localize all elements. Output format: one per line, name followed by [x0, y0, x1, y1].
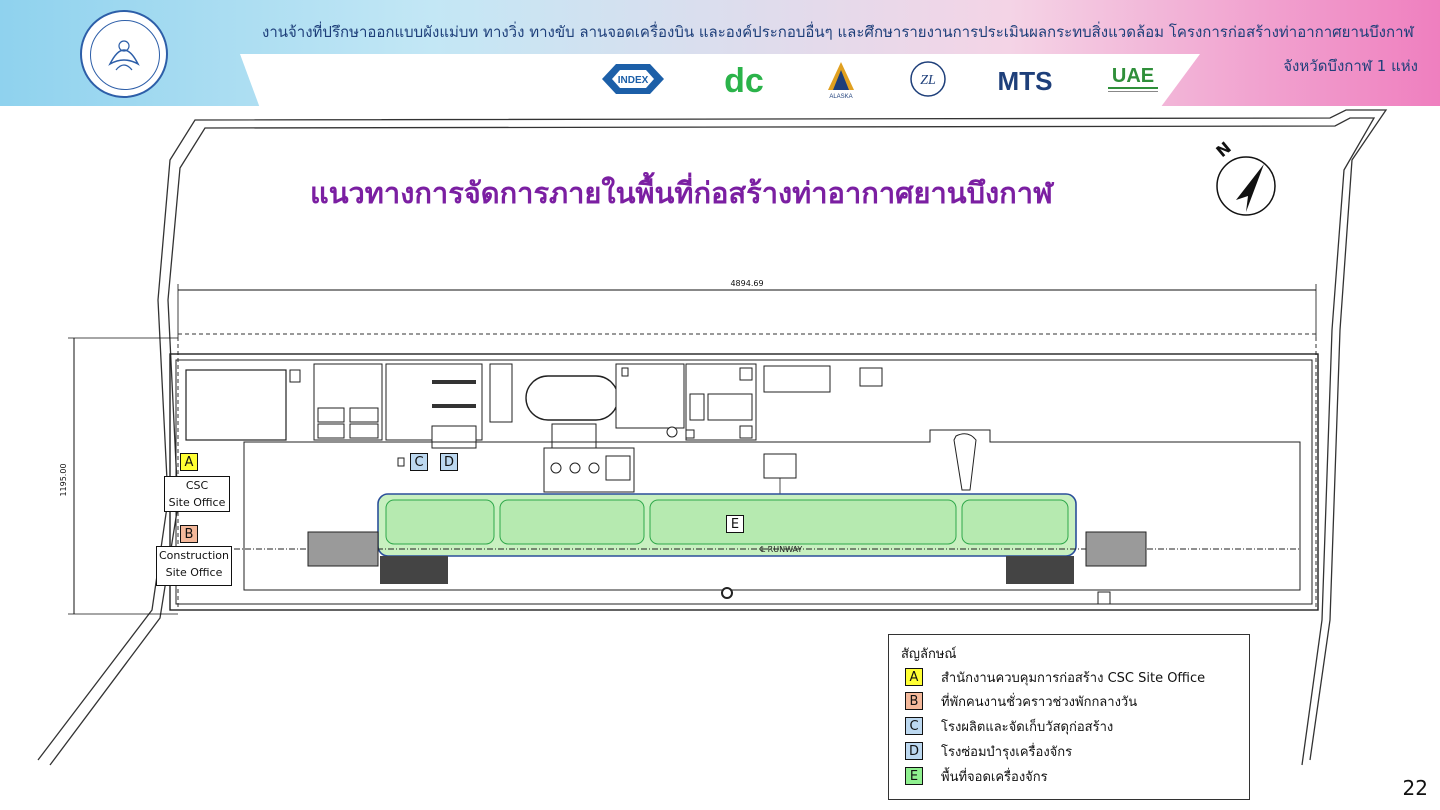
building-block-1c	[317, 423, 345, 439]
index-logo-text: INDEX	[618, 75, 649, 86]
building-block-4b	[707, 393, 753, 421]
equipment-building	[763, 453, 797, 479]
zl-logo-text: ZL	[920, 73, 936, 88]
header-title: งานจ้างที่ปรึกษาออกแบบผังแม่บท ทางวิ่ง ท…	[262, 23, 1414, 41]
legend-item-d: D โรงซ่อมบำรุงเครื่องจักร	[905, 741, 1072, 761]
holding-bay	[953, 433, 977, 491]
legend-text-a: สำนักงานควบคุมการก่อสร้าง CSC Site Offic…	[941, 670, 1206, 686]
legend-tag-a: A	[905, 668, 923, 686]
legend-item-a: A สำนักงานควบคุมการก่อสร้าง CSC Site Off…	[905, 667, 1205, 687]
apron-section-2	[499, 499, 645, 545]
navaid-box	[1097, 591, 1111, 605]
building-small-west	[289, 369, 301, 383]
building-block-2a	[431, 425, 477, 449]
stand-marker-2	[569, 462, 581, 474]
runway-label: ℄ RUNWAY	[760, 545, 802, 554]
legend-tag-d: D	[905, 742, 923, 760]
csc-site-office-label: CSC Site Office	[164, 476, 230, 512]
building-block-1a	[317, 407, 345, 423]
parking-row-2	[432, 404, 476, 408]
building-large-west	[185, 369, 287, 441]
building-small-3	[621, 367, 629, 377]
alaska-logo-text: ALASKA	[829, 94, 852, 100]
runway-end-safety-east	[1006, 556, 1074, 584]
legend-title: สัญลักษณ์	[901, 647, 957, 662]
seal-emblem-icon	[108, 40, 140, 71]
header-subtitle: จังหวัดบึงกาฬ 1 แห่ง	[1283, 57, 1418, 75]
index-logo-icon: INDEX	[600, 60, 666, 98]
site-tag-c: C	[410, 453, 428, 471]
legend-text-b: ที่พักคนงานชั่วคราวช่วงพักกลางวัน	[941, 694, 1138, 710]
page-title: แนวทางการจัดการภายในพื้นที่ก่อสร้างท่าอา…	[310, 176, 1053, 210]
north-arrow-icon: N	[1212, 138, 1276, 216]
site-tag-a: A	[180, 453, 198, 471]
mts-logo-icon: MTS	[996, 60, 1054, 98]
site-tag-e: E	[726, 515, 744, 533]
csc-label-line2: Site Office	[168, 496, 226, 509]
seal-inner-ring	[90, 20, 160, 90]
site-tag-d: D	[440, 453, 458, 471]
header-logo-strip	[240, 54, 1200, 106]
utility-tank	[666, 426, 678, 438]
stand-marker-1	[550, 462, 562, 474]
mts-logo-text: MTS	[998, 66, 1053, 96]
small-shed	[397, 457, 405, 467]
dc-logo-icon: dc	[716, 60, 772, 100]
uae-logo-text: UAE	[1112, 65, 1154, 87]
width-dimension-text: 4894.69	[730, 279, 763, 288]
legend-text-d: โรงซ่อมบำรุงเครื่องจักร	[941, 744, 1073, 760]
construction-site-office-label: Construction Site Office	[156, 546, 232, 586]
uae-logo-icon: UAE	[1102, 60, 1164, 98]
dc-logo-text: dc	[724, 62, 764, 98]
road-strip-1	[489, 363, 513, 423]
apron-section-4	[961, 499, 1069, 545]
height-dimension-text: 1195.00	[59, 463, 68, 496]
building-block-1b	[349, 407, 379, 423]
csc-label-line1: CSC	[185, 479, 209, 492]
service-building	[605, 455, 631, 481]
building-block-5	[763, 365, 831, 393]
north-label: N	[1212, 138, 1234, 161]
runway-end-safety-west	[380, 556, 448, 584]
terminal-building	[551, 423, 597, 449]
building-block-4a	[689, 393, 705, 421]
runway-threshold-east	[1085, 531, 1147, 567]
terminal-roundabout	[525, 375, 619, 421]
page-number: 22	[1402, 776, 1428, 800]
apron-section-3	[649, 499, 957, 545]
navaid-marker	[721, 587, 733, 599]
legend-box: สัญลักษณ์ A สำนักงานควบคุมการก่อสร้าง CS…	[888, 634, 1250, 800]
construction-label-line2: Site Office	[165, 566, 223, 579]
stand-marker-3	[588, 462, 600, 474]
parking-row-1	[432, 380, 476, 384]
header-banner	[0, 0, 1440, 106]
legend-tag-e: E	[905, 767, 923, 785]
legend-item-b: B ที่พักคนงานชั่วคราวช่วงพักกลางวัน	[905, 691, 1137, 711]
zl-logo-icon: ZL	[908, 60, 948, 98]
legend-tag-c: C	[905, 717, 923, 735]
legend-text-e: พื้นที่จอดเครื่องจักร	[941, 769, 1048, 785]
legend-item-c: C โรงผลิตและจัดเก็บวัสดุก่อสร้าง	[905, 716, 1113, 736]
building-block-1d	[349, 423, 379, 439]
utility-box	[685, 429, 695, 439]
construction-label-line1: Construction	[158, 549, 230, 562]
airside-boundary	[243, 429, 1301, 591]
runway-threshold-west	[307, 531, 379, 567]
alaska-logo-icon: ALASKA	[824, 60, 858, 100]
department-seal-icon	[80, 10, 168, 98]
building-block-4c	[739, 367, 753, 381]
building-block-6	[859, 367, 883, 387]
site-tag-b: B	[180, 525, 198, 543]
apron-section-1	[385, 499, 495, 545]
legend-text-c: โรงผลิตและจัดเก็บวัสดุก่อสร้าง	[941, 719, 1114, 735]
building-block-4d	[739, 425, 753, 439]
legend-tag-b: B	[905, 692, 923, 710]
legend-item-e: E พื้นที่จอดเครื่องจักร	[905, 766, 1048, 786]
